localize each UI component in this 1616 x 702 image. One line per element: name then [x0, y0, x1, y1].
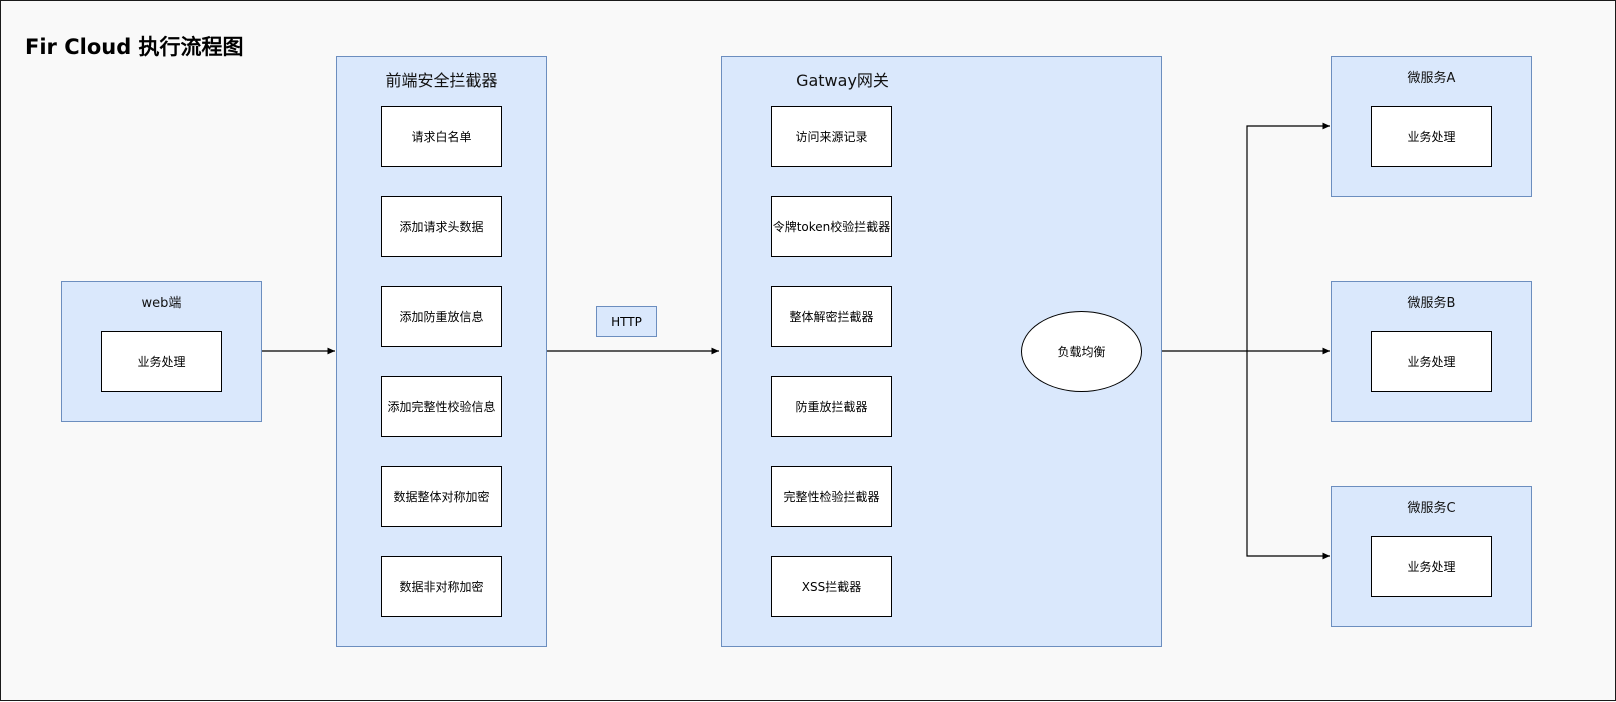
frontend-step: 添加请求头数据: [381, 196, 502, 257]
group-gateway-title: Gatway网关: [796, 71, 889, 90]
edge-gateway-to-service-c: [1246, 351, 1330, 560]
service-a-business-node: 业务处理: [1371, 106, 1492, 167]
frontend-step: 数据非对称加密: [381, 556, 502, 617]
frontend-step: 数据整体对称加密: [381, 466, 502, 527]
frontend-step: 请求白名单: [381, 106, 502, 167]
gateway-step: 整体解密拦截器: [771, 286, 892, 347]
gateway-step: 访问来源记录: [771, 106, 892, 167]
http-label: HTTP: [596, 306, 657, 337]
load-balancer-node: 负载均衡: [1021, 311, 1142, 392]
service-b-title: 微服务B: [1407, 296, 1456, 311]
frontend-step: 添加完整性校验信息: [381, 376, 502, 437]
gateway-step: 令牌token校验拦截器: [771, 196, 892, 257]
service-c-title: 微服务C: [1407, 501, 1456, 516]
service-b-business-node: 业务处理: [1371, 331, 1492, 392]
edge-gateway-to-service-a: [1246, 122, 1330, 351]
web-business-node: 业务处理: [101, 331, 222, 392]
group-web-title: web端: [141, 296, 182, 311]
gateway-step: 防重放拦截器: [771, 376, 892, 437]
service-a-title: 微服务A: [1407, 71, 1456, 86]
service-c-business-node: 业务处理: [1371, 536, 1492, 597]
group-service-b: 微服务B: [1331, 281, 1532, 422]
diagram-title: Fir Cloud 执行流程图: [25, 35, 244, 59]
frontend-step: 添加防重放信息: [381, 286, 502, 347]
gateway-step: 完整性检验拦截器: [771, 466, 892, 527]
gateway-step: XSS拦截器: [771, 556, 892, 617]
group-frontend-title: 前端安全拦截器: [385, 71, 498, 90]
